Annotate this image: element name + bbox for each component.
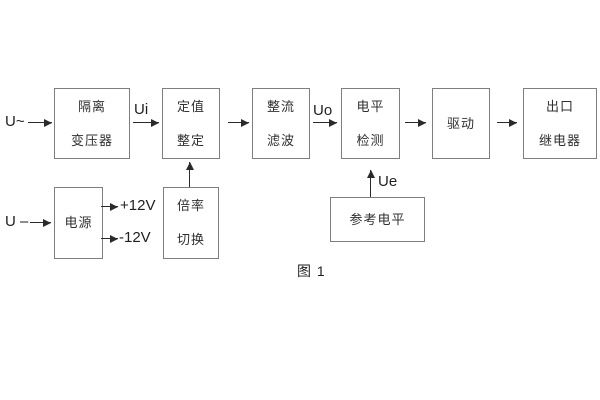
rectifier-to-level-arrow-icon	[313, 118, 337, 127]
block-text-line2: 检测	[356, 132, 385, 148]
block-output-relay: 出口 继电器	[523, 88, 597, 159]
block-text-line1: 倍率	[176, 198, 205, 213]
block-rectifier-filter: 整流 滤波	[252, 88, 310, 159]
block-text-line2: 继电器	[538, 132, 581, 148]
block-text-line1: 隔离	[77, 98, 106, 114]
dc-input-label: U –	[5, 213, 29, 230]
block-value-setting: 定值 整定	[162, 88, 220, 159]
ratio-to-setting-arrow-icon	[185, 162, 194, 187]
minus-12v-label: -12V	[119, 229, 151, 246]
power-plus12v-arrow-icon	[101, 202, 118, 211]
transformer-to-setting-arrow-icon	[133, 118, 159, 127]
plus-12v-label: +12V	[120, 197, 156, 214]
figure-caption: 图 1	[297, 263, 326, 279]
block-text-line1: 整流	[266, 98, 295, 114]
dc-input-arrow-icon	[30, 218, 51, 227]
signal-ui-label: Ui	[134, 101, 149, 118]
block-text-line1: 出口	[545, 98, 574, 114]
signal-uo-label: Uo	[313, 102, 333, 119]
reference-to-level-arrow-icon	[366, 170, 375, 197]
block-power-supply: 电源	[54, 187, 103, 259]
block-text-line1: 电平	[356, 98, 385, 114]
block-driver: 驱动	[432, 88, 490, 159]
driver-to-relay-arrow-icon	[497, 118, 517, 127]
block-text-line2: 变压器	[70, 132, 113, 148]
setting-to-rectifier-arrow-icon	[228, 118, 249, 127]
block-reference-level: 参考电平	[330, 197, 425, 242]
block-text-line1: 定值	[176, 98, 205, 114]
ac-input-label: U~	[5, 113, 25, 130]
block-isolation-transformer: 隔离 变压器	[54, 88, 130, 159]
block-text-line2: 整定	[176, 132, 205, 148]
block-text-line1: 参考电平	[349, 211, 406, 227]
block-ratio-switch: 倍率 切换	[163, 187, 219, 259]
block-text-line2: 切换	[176, 232, 205, 247]
block-text-line1: 电源	[64, 215, 93, 230]
signal-ue-label: Ue	[378, 173, 398, 190]
block-text-line1: 驱动	[446, 115, 475, 131]
block-level-detection: 电平 检测	[341, 88, 400, 159]
block-text-line2: 滤波	[266, 132, 295, 148]
ac-input-arrow-icon	[28, 118, 52, 127]
power-minus12v-arrow-icon	[101, 234, 118, 243]
level-to-driver-arrow-icon	[405, 118, 426, 127]
